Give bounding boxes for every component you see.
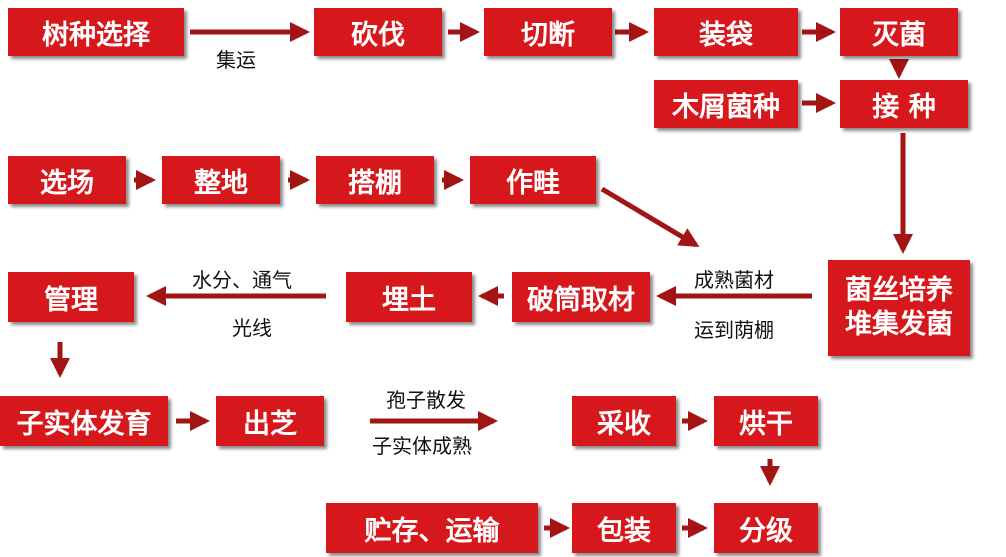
step-label: 接 种 xyxy=(872,91,936,123)
step-sawdust-spawn: 木屑菌种 xyxy=(654,80,798,128)
step-label: 包装 xyxy=(597,515,651,547)
step-label: 木屑菌种 xyxy=(672,91,780,123)
step-label: 整地 xyxy=(194,167,248,199)
step-label: 砍伐 xyxy=(351,19,405,51)
step-site-selection: 选场 xyxy=(8,156,126,204)
step-harvesting: 采收 xyxy=(572,396,676,446)
step-label: 烘干 xyxy=(739,408,793,440)
step-label: 树种选择 xyxy=(42,19,150,51)
step-label: 切断 xyxy=(521,19,575,51)
step-label: 作畦 xyxy=(506,167,560,199)
step-label: 搭棚 xyxy=(348,167,402,199)
label-fruiting-mature: 子实体成熟 xyxy=(372,434,472,458)
step-label-line2: 堆集发菌 xyxy=(845,309,953,340)
label-water-ventilation: 水分、通气 xyxy=(192,268,292,292)
step-label: 灭菌 xyxy=(872,19,926,51)
step-lingzhi-emergence: 出芝 xyxy=(216,396,324,446)
step-label: 选场 xyxy=(40,167,94,199)
step-label: 子实体发育 xyxy=(16,408,152,440)
label-to-shade-shed: 运到荫棚 xyxy=(694,318,774,342)
step-shed-building: 搭棚 xyxy=(316,156,434,204)
step-grading: 分级 xyxy=(714,503,818,553)
step-label: 贮存、运输 xyxy=(364,515,500,547)
step-bagging: 装袋 xyxy=(654,8,798,56)
step-cutting: 切断 xyxy=(484,8,612,56)
step-label: 管理 xyxy=(44,284,98,316)
label-light: 光线 xyxy=(232,316,272,340)
step-inoculation: 接 种 xyxy=(840,80,968,128)
step-fruiting-body-development: 子实体发育 xyxy=(0,396,168,446)
step-label: 装袋 xyxy=(699,19,753,51)
step-cylinder-removal: 破筒取材 xyxy=(512,272,650,322)
step-label: 出芝 xyxy=(243,408,297,440)
step-label-line1: 菌丝培养 xyxy=(845,275,953,306)
step-felling: 砍伐 xyxy=(314,8,442,56)
label-mature-material: 成熟菌材 xyxy=(694,268,774,292)
step-drying: 烘干 xyxy=(714,396,818,446)
step-storage-transport: 贮存、运输 xyxy=(326,503,538,553)
step-label: 埋土 xyxy=(382,284,436,316)
label-collect-transport: 集运 xyxy=(216,48,256,72)
label-spore-release: 孢子散发 xyxy=(386,388,466,412)
step-ridge-making: 作畦 xyxy=(470,156,596,204)
step-mycelium-culture: 菌丝培养 堆集发菌 xyxy=(828,260,970,356)
step-packaging: 包装 xyxy=(572,503,676,553)
step-burying-soil: 埋土 xyxy=(346,272,472,322)
arrow-ridge-to-transport xyxy=(600,186,700,248)
step-label: 破筒取材 xyxy=(527,284,635,316)
step-sterilization: 灭菌 xyxy=(840,8,958,56)
step-tree-selection: 树种选择 xyxy=(8,8,184,56)
step-land-preparation: 整地 xyxy=(162,156,280,204)
step-label: 采收 xyxy=(597,408,651,440)
step-label: 分级 xyxy=(739,515,793,547)
step-management: 管理 xyxy=(8,272,134,322)
